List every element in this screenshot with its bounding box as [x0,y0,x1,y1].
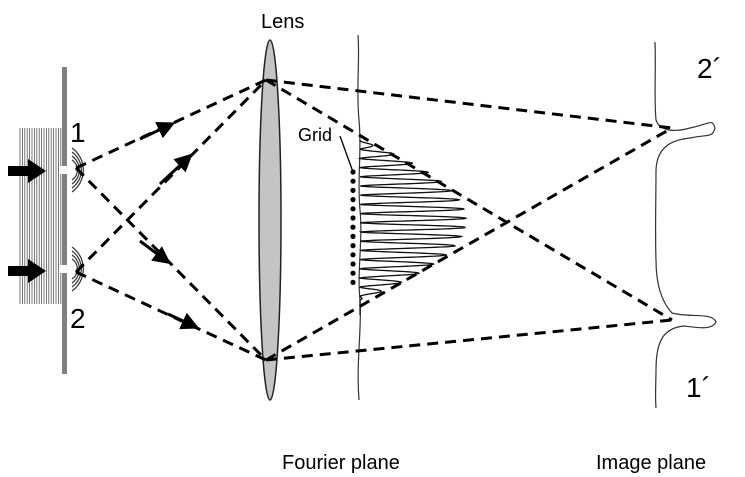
slit-plate [62,67,67,374]
incident-wavefront [18,128,62,304]
grid-dot [350,243,356,249]
ray-direction-arrows [139,121,200,330]
grid-dot [350,215,356,221]
grid-dot [350,270,356,276]
image-1-label: 1´ [686,372,711,403]
grid-dot [350,197,356,203]
image-2-label: 2´ [697,53,722,84]
grid-dot [350,279,356,285]
diffraction-pattern [357,140,468,315]
grid-dot [350,187,356,193]
image-plane-profile [654,41,717,409]
grid-dot [350,252,356,258]
fourier-plane-label: Fourier plane [282,452,400,474]
slit-2-label: 2 [70,303,86,334]
grid-dot [350,233,356,239]
slit-1-label: 1 [70,117,86,148]
image-plane-label: Image plane [596,452,706,474]
grid-dot [350,224,356,230]
fourier-plane-line [357,34,362,401]
lens-label: Lens [261,11,304,33]
lens [258,39,282,401]
incident-arrow-top [8,159,46,183]
ray-paths [74,78,673,362]
grid-dot [350,261,356,267]
grid-label: Grid [298,125,332,145]
incident-arrow-bottom [8,259,46,283]
grid-dot [350,178,356,184]
grid-dots [350,169,356,285]
slit-opening-1 [60,166,70,174]
slit-2-wavelets [71,246,84,292]
slit-opening-2 [60,265,70,273]
grid-pointer [339,135,354,173]
grid-dot [350,206,356,212]
